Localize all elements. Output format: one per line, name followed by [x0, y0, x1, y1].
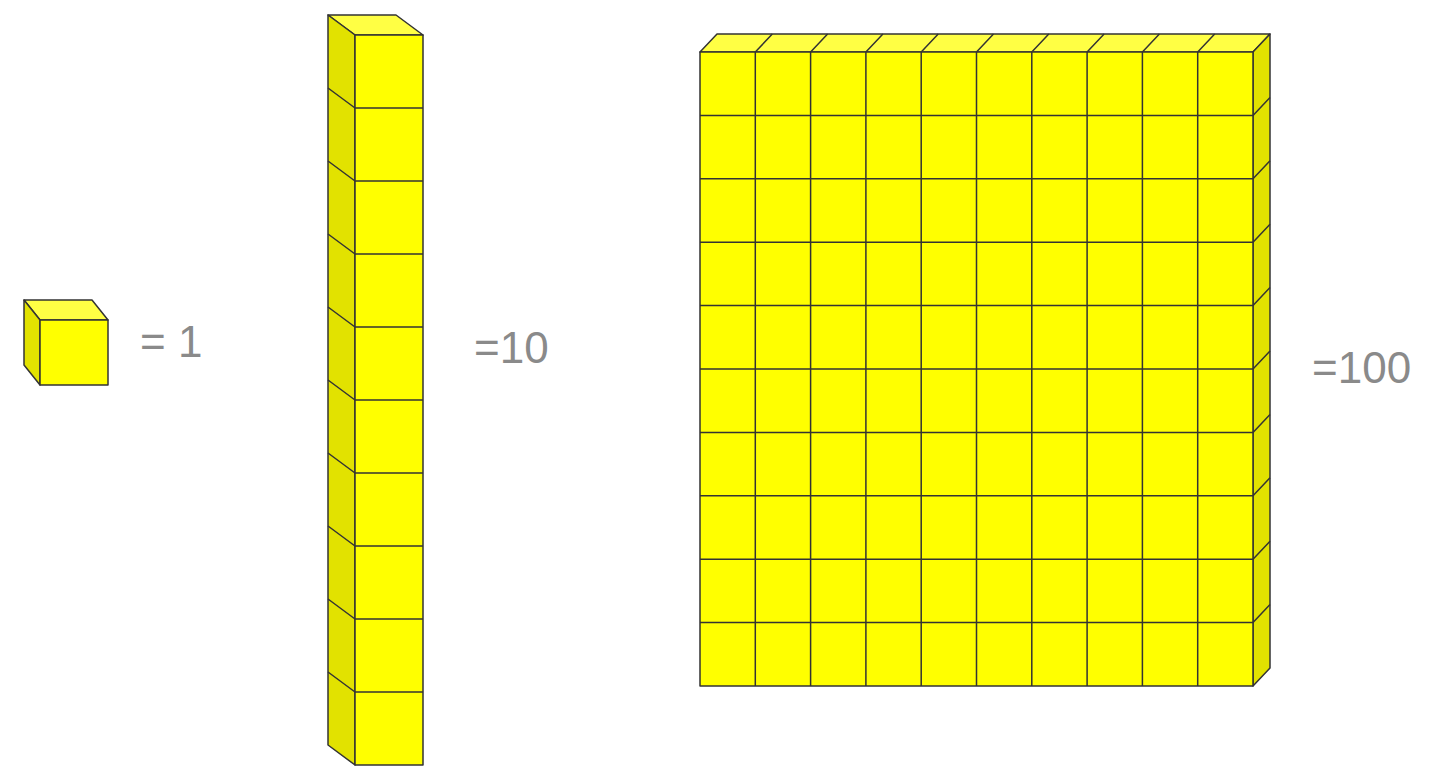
- unit-cube: [24, 300, 108, 385]
- hundred-flat: [700, 34, 1270, 686]
- value-label: =100: [1312, 346, 1411, 390]
- value-label: = 1: [140, 320, 202, 364]
- ten-rod: [328, 15, 423, 765]
- value-label: =10: [474, 326, 549, 370]
